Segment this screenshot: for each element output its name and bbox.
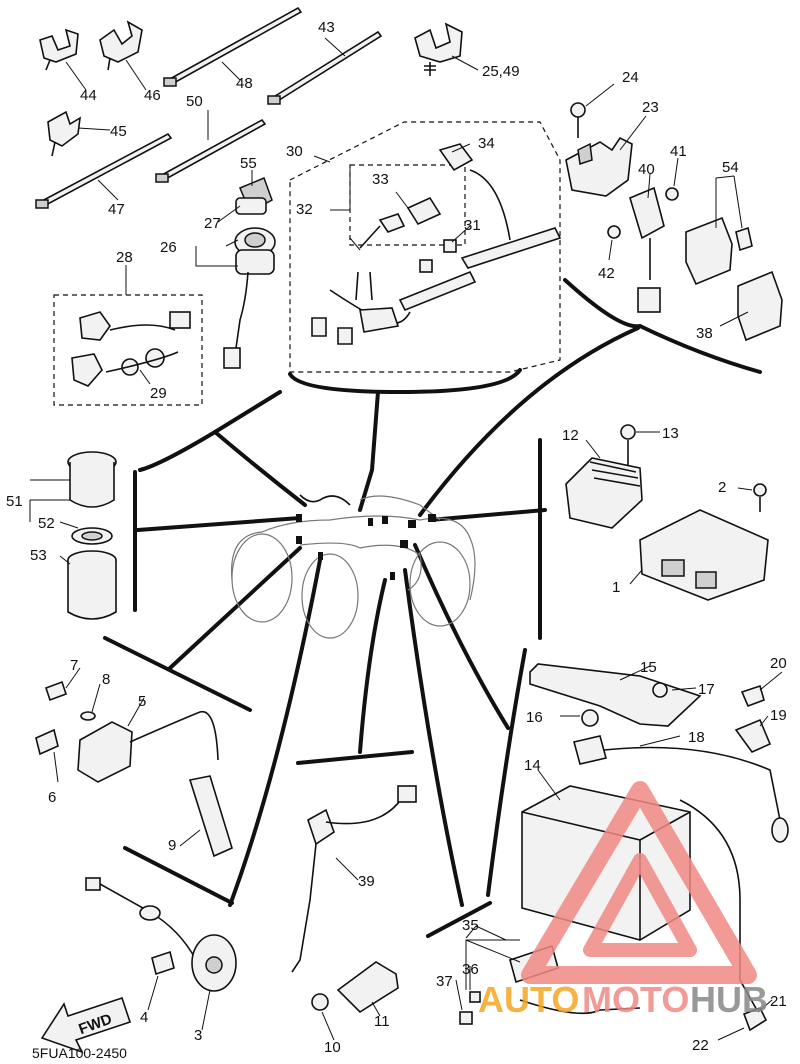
wire-harness-group	[289, 121, 562, 373]
callout-52: 52	[38, 515, 55, 532]
callout-51: 51	[6, 493, 23, 510]
atv-outline	[230, 494, 476, 639]
clamp-25-49	[414, 22, 463, 76]
callout-10: 10	[324, 1039, 341, 1056]
callout-3: 3	[194, 1027, 202, 1044]
callout-13: 13	[662, 425, 679, 442]
callout-40: 40	[638, 161, 655, 178]
callout-30: 30	[286, 143, 303, 160]
callout-19: 19	[770, 707, 787, 724]
callout-47: 47	[108, 201, 125, 218]
callout-11: 11	[374, 1013, 390, 1030]
callout-39: 39	[358, 873, 375, 890]
bands	[35, 6, 383, 209]
switch-group	[291, 785, 417, 1014]
callout-8: 8	[102, 671, 110, 688]
callout-labels: 1 2 3 4 5 6 7 8 9 10 11 12 13 14 15 16 1…	[6, 19, 787, 1056]
callout-54: 54	[722, 159, 739, 176]
callout-55: 55	[240, 155, 257, 172]
clip-44	[39, 28, 79, 71]
callout-1: 1	[612, 579, 620, 596]
callout-7: 7	[70, 657, 78, 674]
callout-43: 43	[318, 19, 335, 36]
callout-26: 26	[160, 239, 177, 256]
callout-18: 18	[688, 729, 705, 746]
socket-group	[67, 451, 117, 620]
callout-6: 6	[48, 789, 56, 806]
callout-21: 21	[770, 993, 787, 1010]
diagram-code: 5FUA100-2450	[32, 1045, 127, 1061]
fwd-arrow: FWD	[40, 996, 132, 1054]
callout-36: 36	[462, 961, 479, 978]
relay-group	[565, 102, 783, 342]
callout-9: 9	[168, 837, 176, 854]
callout-42: 42	[598, 265, 615, 282]
ignition-coil-group	[35, 680, 233, 858]
watermark-hub: HUB	[690, 979, 768, 1020]
callout-17: 17	[698, 681, 715, 698]
callout-15: 15	[640, 659, 657, 676]
callout-38: 38	[696, 325, 713, 342]
callout-35: 35	[462, 917, 479, 934]
callout-48: 48	[236, 75, 253, 92]
callout-50: 50	[186, 93, 203, 110]
main-switch	[223, 177, 276, 369]
watermark: AUTO MOTO HUB	[478, 781, 768, 1020]
callout-23: 23	[642, 99, 659, 116]
headlight-group	[53, 294, 203, 406]
callout-37: 37	[436, 973, 453, 990]
callout-20: 20	[770, 655, 787, 672]
callout-45: 45	[110, 123, 127, 140]
callout-16: 16	[526, 709, 543, 726]
watermark-auto: AUTO	[478, 979, 579, 1020]
callout-29: 29	[150, 385, 167, 402]
callout-2: 2	[718, 479, 726, 496]
callout-31: 31	[464, 217, 481, 234]
callout-32: 32	[296, 201, 313, 218]
callout-33: 33	[372, 171, 389, 188]
callout-28: 28	[116, 249, 133, 266]
callout-14: 14	[524, 757, 541, 774]
callout-44: 44	[80, 87, 97, 104]
callout-5: 5	[138, 693, 146, 710]
callout-41: 41	[670, 143, 687, 160]
callout-53: 53	[30, 547, 47, 564]
callout-12: 12	[562, 427, 579, 444]
callout-46: 46	[144, 87, 161, 104]
callout-25-49: 25,49	[482, 63, 520, 80]
leader-lines	[29, 37, 783, 1041]
callout-34: 34	[478, 135, 495, 152]
callout-24: 24	[622, 69, 639, 86]
cdi-regulator-group	[565, 424, 769, 601]
watermark-moto: MOTO	[582, 979, 689, 1020]
connector-lines	[103, 278, 762, 938]
callout-22: 22	[692, 1037, 709, 1054]
sensor-group	[85, 877, 237, 992]
clip-46	[99, 20, 143, 71]
callout-4: 4	[140, 1009, 148, 1026]
clip-45	[47, 110, 81, 157]
callout-27: 27	[204, 215, 221, 232]
